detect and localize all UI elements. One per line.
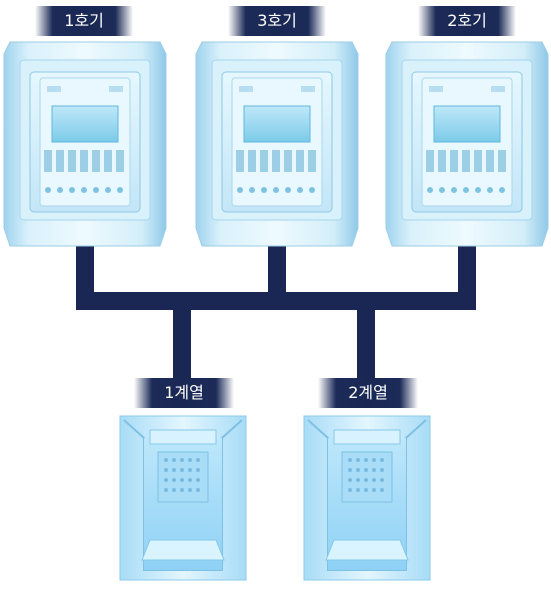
tank-series-2	[303, 415, 431, 581]
cabinet-unit-2	[385, 41, 549, 247]
pipe-riser-tank-1	[173, 292, 191, 378]
unit-2-label: 2호기	[418, 6, 516, 36]
tank-series-1	[119, 415, 247, 581]
unit-1-label: 1호기	[35, 6, 133, 36]
tank-2-label: 2계열	[318, 378, 418, 408]
cabinet-unit-3	[195, 41, 359, 247]
pipe-riser-tank-2	[357, 292, 375, 378]
tank-1-label: 1계열	[134, 378, 234, 408]
unit-3-label: 3호기	[228, 6, 326, 36]
cabinet-unit-1	[3, 41, 167, 247]
